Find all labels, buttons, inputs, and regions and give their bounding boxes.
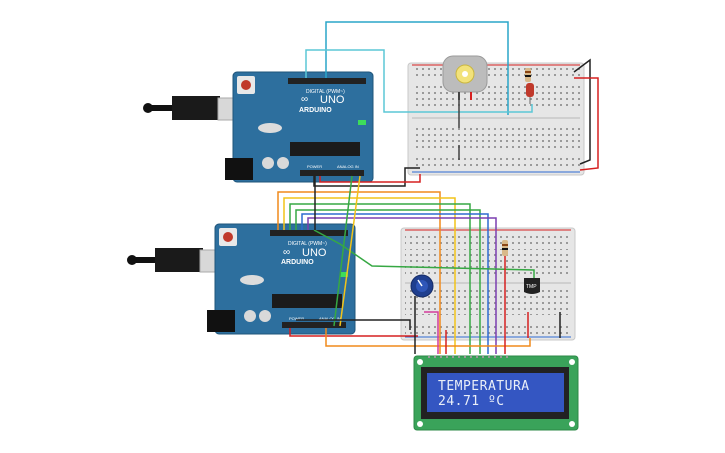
atmega-chip — [290, 142, 360, 156]
wire-green-1[interactable] — [289, 203, 471, 354]
power-jack — [207, 310, 235, 332]
breadboard-top — [407, 62, 585, 176]
temperature-sensor[interactable]: TMP — [524, 278, 540, 294]
arduino-board-top[interactable]: DIGITAL (PWM~) ARDUINO UNO ∞ POWER ANALO… — [225, 71, 374, 183]
lcd-screen — [427, 373, 564, 412]
wire-orange-1[interactable] — [277, 191, 441, 354]
wire-orange-2[interactable] — [325, 328, 531, 347]
led-top[interactable] — [526, 83, 534, 104]
wire-yellow-link[interactable] — [339, 175, 361, 327]
board-logo: ARDUINO — [281, 259, 314, 266]
power-header-label: POWER — [289, 316, 304, 321]
wire-black-gnd-top[interactable] — [313, 167, 420, 187]
arduino-board-bottom[interactable]: DIGITAL (PWM~) ARDUINO UNO ∞ POWER ANALO… — [207, 223, 356, 335]
lcd-line-1: TEMPERATURA — [438, 379, 530, 394]
wire-yellow-1[interactable] — [283, 197, 456, 354]
digital-header — [270, 230, 348, 236]
analog-header — [300, 170, 364, 176]
power-header-label: POWER — [307, 164, 322, 169]
analog-header-label: ANALOG IN — [319, 316, 341, 321]
wire-red-5v-top[interactable] — [319, 174, 421, 183]
wire-pink[interactable] — [424, 311, 439, 354]
wire-red-5v-bottom[interactable] — [289, 328, 418, 337]
wires-top — [305, 21, 599, 187]
wire-purple-1[interactable] — [307, 217, 497, 354]
wire-blue-1[interactable] — [301, 213, 489, 354]
lcd-line-2: 24.71 ºC — [438, 394, 505, 409]
board-model: UNO — [320, 94, 345, 106]
infinity-logo-icon: ∞ — [283, 247, 290, 258]
sensor-label: TMP — [526, 284, 537, 290]
wire-green-sensor[interactable] — [313, 229, 535, 278]
digital-header-label: DIGITAL (PWM~) — [288, 241, 327, 247]
wire-red-rail[interactable] — [574, 77, 599, 171]
analog-header-label: ANALOG IN — [337, 164, 359, 169]
atmega-chip — [272, 294, 342, 308]
resistor-bottom[interactable] — [502, 240, 508, 256]
wires-bottom — [277, 175, 561, 354]
lcd-module[interactable]: TEMPERATURA 24.71 ºC — [413, 354, 579, 431]
wire-cyan-2[interactable] — [305, 49, 533, 113]
wire-black-gnd-bottom[interactable] — [296, 319, 411, 330]
wire-green-2[interactable] — [295, 209, 481, 354]
dc-motor[interactable] — [442, 55, 488, 100]
wire-green-link[interactable] — [333, 175, 353, 327]
infinity-logo-icon: ∞ — [301, 94, 308, 105]
digital-header-label: DIGITAL (PWM~) — [306, 89, 345, 95]
wire-black-rail[interactable] — [573, 58, 591, 165]
board-logo: ARDUINO — [299, 107, 332, 114]
digital-header — [288, 78, 366, 84]
potentiometer[interactable] — [410, 274, 434, 298]
power-jack — [225, 158, 253, 180]
analog-header — [282, 322, 346, 328]
resistor-top[interactable] — [525, 68, 531, 82]
board-model: UNO — [302, 247, 327, 259]
